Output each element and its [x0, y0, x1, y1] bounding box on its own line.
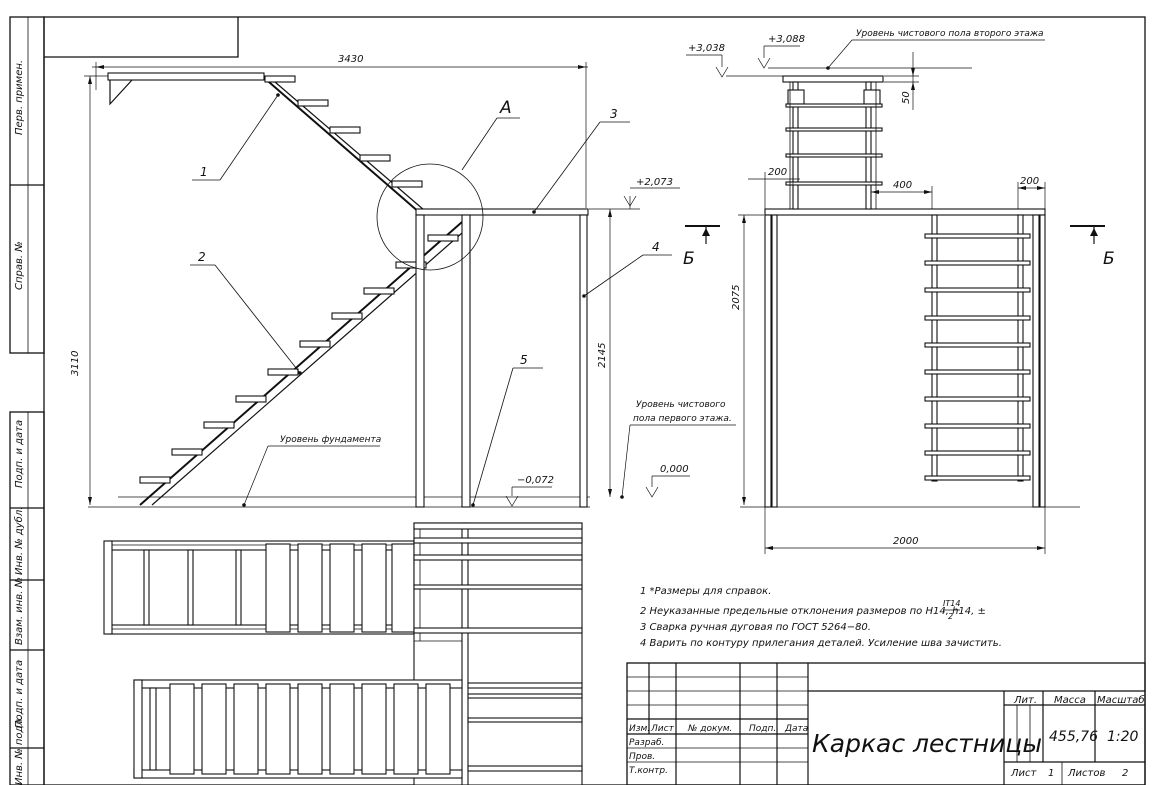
tb-header-list: Лист: [650, 724, 675, 734]
tb-row-tkontr: Т.контр.: [629, 766, 668, 776]
title-block: Изм. Лист № докум. Подп. Дата Разраб. Пр…: [626, 662, 1146, 785]
stamp-cell-2: Справ. №: [14, 241, 25, 290]
tb-mass: 455,76: [1049, 729, 1098, 745]
level-0000: 0,000: [660, 464, 689, 475]
svg-text:Б: Б: [683, 249, 695, 269]
note-fraction-num: IT14: [943, 599, 960, 608]
level-3038: +3,038: [688, 43, 725, 54]
note-4: 4 Варить по контуру прилегания деталей. …: [640, 638, 1002, 649]
foundation-label: Уровень фундамента: [280, 435, 381, 445]
tb-sheet-num: 1: [1048, 768, 1054, 779]
dim-2000: 2000: [893, 536, 918, 547]
dim-2075: 2075: [731, 285, 742, 310]
stamp-cell-7: Инв. № подл.: [14, 716, 25, 785]
tb-sheets-label: Листов: [1067, 768, 1105, 779]
dim-3430: 3430: [338, 54, 363, 65]
stamp-cell-5: Взам. инв. №: [14, 577, 25, 645]
leader-label-2: 2: [198, 250, 206, 264]
level-3088: +3,088: [768, 34, 805, 45]
upper-stringer: [261, 75, 421, 214]
upper-treads: [264, 75, 423, 188]
tb-header-sign: Подп.: [749, 724, 776, 734]
top-rail: [107, 72, 265, 81]
dim-50: 50: [901, 91, 912, 104]
note-fraction-den: 2: [948, 612, 953, 621]
post-right: [579, 214, 588, 508]
dim-2145: 2145: [597, 343, 608, 368]
technical-notes: 1 *Размеры для справок. 2 Неуказанные пр…: [640, 586, 1002, 649]
post-left: [415, 214, 425, 508]
dim-200-right: 200: [1020, 176, 1039, 187]
tb-header-doc: № докум.: [687, 724, 732, 734]
callout-a: А: [499, 98, 512, 118]
post-middle: [461, 214, 471, 508]
lower-treads: [139, 234, 459, 484]
tb-row-prov: Пров.: [629, 752, 655, 762]
tb-scale-label: Масштаб: [1097, 694, 1145, 706]
dim-200-left: 200: [768, 167, 787, 178]
tb-mass-label: Масса: [1054, 695, 1086, 706]
note-1: 1 *Размеры для справок.: [640, 586, 771, 597]
stamp-cell-4: Инв. № дубл.: [13, 507, 25, 575]
level-2073: +2,073: [636, 177, 673, 188]
leaders: 1 2 3 4 5: [190, 93, 672, 507]
dim-3110: 3110: [70, 351, 81, 376]
svg-text:Б: Б: [1103, 249, 1115, 269]
tb-header-izm: Изм.: [629, 724, 650, 734]
tb-row-razrab: Разраб.: [629, 738, 664, 748]
tb-lit-label: Лит.: [1013, 695, 1037, 706]
stamp-cell-3: Подп. и дата: [14, 420, 25, 488]
frame-side-view: 2075 200 400 200 2000 50: [683, 29, 1115, 554]
stamp-cell-6: Подп. и дата: [14, 660, 25, 728]
second-floor-label: Уровень чистового пола второго этажа: [856, 29, 1044, 39]
section-mark-right: Б: [1070, 225, 1115, 269]
leader-label-4: 4: [652, 240, 660, 254]
landing-beam: [415, 208, 589, 216]
section-mark-left: Б: [683, 225, 720, 269]
leader-label-1: 1: [200, 165, 208, 179]
first-floor-label-2: пола первого этажа.: [633, 414, 732, 424]
plan-upper-treads: [265, 543, 415, 633]
lower-stringer: [139, 221, 463, 506]
ladder-rungs: [924, 233, 1031, 481]
side-stamp: Перв. примен. Справ. № Подп. и дата Инв.…: [9, 16, 45, 785]
tb-sheets-num: 2: [1122, 768, 1128, 779]
note-2: 2 Неуказанные предельные отклонения разм…: [640, 606, 986, 617]
level-neg-072: −0,072: [517, 475, 554, 486]
tb-scale: 1:20: [1107, 729, 1139, 745]
first-floor-label-1: Уровень чистового: [636, 400, 726, 410]
elevation-dimensions: 3430 3110 2145 +2,073 Уровень чистового …: [70, 54, 736, 507]
tb-sheet-label: Лист: [1010, 768, 1038, 779]
detail-circle-a: [376, 163, 484, 271]
stair-elevation: А: [88, 72, 590, 508]
leader-label-3: 3: [610, 107, 618, 121]
plan-view: [103, 522, 583, 785]
tb-header-date: Дата: [784, 724, 808, 734]
sheet-frame: [43, 16, 1146, 785]
dim-400: 400: [893, 180, 912, 191]
note-3: 3 Сварка ручная дуговая по ГОСТ 5264−80.: [640, 622, 871, 633]
plan-lower-treads: [169, 683, 451, 775]
tb-title: Каркас лестницы: [812, 729, 1042, 758]
leader-label-5: 5: [520, 353, 528, 367]
stamp-cell-1: Перв. примен.: [14, 60, 25, 135]
